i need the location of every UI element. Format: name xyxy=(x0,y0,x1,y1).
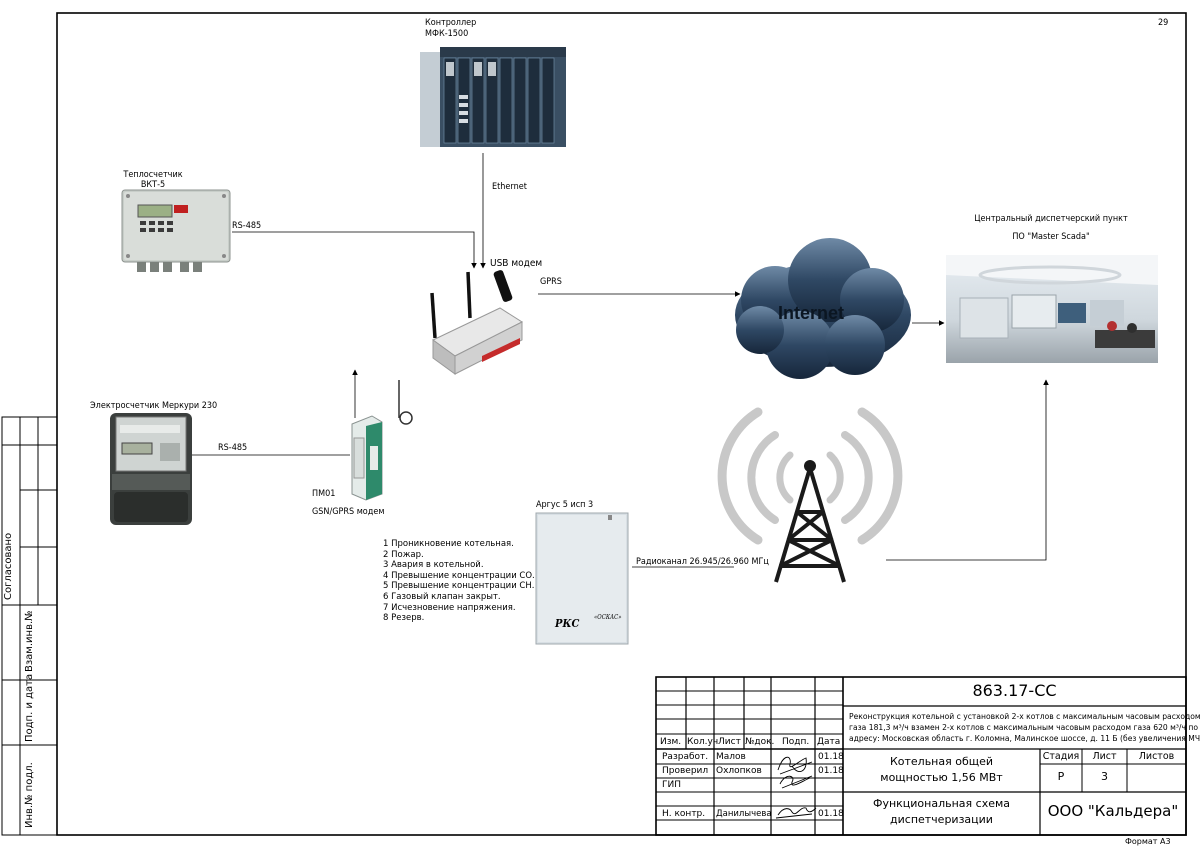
modem-desc: GSN/GPRS модем xyxy=(312,507,385,517)
gsm-modem-image xyxy=(351,380,413,501)
elec-meter-title: Электросчетчик Меркури 230 xyxy=(90,401,218,411)
radio-label: Радиоканал 26.945/26.960 МГц xyxy=(636,557,769,567)
header-quantity: Кол.уч xyxy=(687,737,719,747)
drawing-title-line-1: Функциональная схема xyxy=(872,797,1011,810)
name-developer: Малов xyxy=(716,752,746,762)
signature-malov xyxy=(777,756,813,775)
object-name-line-2: мощностью 1,56 МВт xyxy=(880,771,1003,784)
heat-meter-title: Теплосчетчик xyxy=(123,170,183,180)
dispatch-title: Центральный диспетчерский пункт xyxy=(974,214,1128,224)
alarm-item: 8 Резерв. xyxy=(383,613,425,624)
alarm-item: 4 Превышение концентрации СО. xyxy=(383,570,535,581)
controller-model: МФК-1500 xyxy=(425,29,469,39)
name-norm-control: Данилычева xyxy=(716,809,772,819)
date-norm-control: 01.18 xyxy=(818,809,844,819)
connections xyxy=(190,153,1049,570)
heat-meter-image xyxy=(121,189,231,272)
page-number: 29 xyxy=(1158,18,1169,28)
electricity-meter-image xyxy=(110,413,192,525)
sheet-header: Лист xyxy=(1092,751,1117,762)
dispatch-software: ПО "Master Scada" xyxy=(1012,232,1090,242)
stamp-replacement-inv: Взам.инв.№ xyxy=(24,610,35,672)
rs485-top-line xyxy=(232,231,477,269)
usb-modem-label: USB модем xyxy=(490,258,543,269)
stamp-signature-date: Подп. и дата xyxy=(24,673,35,742)
role-checked: Проверил xyxy=(662,766,709,776)
argus-brand: РКС xyxy=(555,617,580,630)
argus-title: Аргус 5 исп 3 xyxy=(536,500,594,510)
stage-header: Стадия xyxy=(1042,751,1080,762)
header-sheet: Лист xyxy=(718,737,741,747)
side-stamp xyxy=(1,416,58,836)
rs485-bottom-label: RS-485 xyxy=(218,443,248,453)
title-block-grid xyxy=(655,676,1187,836)
argus-panel-image xyxy=(535,512,629,645)
sheet-value: 3 xyxy=(1101,770,1108,783)
role-norm-control: Н. контр. xyxy=(662,809,706,819)
alarm-signal-list: 1 Проникновение котельная. 2 Пожар. 3 Ав… xyxy=(383,539,535,624)
controller-image xyxy=(420,47,566,147)
role-developer: Разработ. xyxy=(662,752,709,762)
description-line: адресу: Московская область г. Коломна, М… xyxy=(849,734,1200,744)
signatures xyxy=(775,756,817,819)
description-line: Реконструкция котельной с установкой 2-х… xyxy=(849,712,1200,721)
radio-tower-icon xyxy=(717,398,903,598)
sheet-format: Формат А3 xyxy=(1125,837,1171,846)
object-name-line-1: Котельная общей xyxy=(889,755,994,768)
description-line: газа 181,3 м³/ч взамен 2-х котлов с макс… xyxy=(849,723,1198,733)
date-checked: 01.18 xyxy=(818,766,844,776)
alarm-item: 1 Проникновение котельная. xyxy=(383,539,514,549)
alarm-item: 3 Авария в котельной. xyxy=(383,560,484,571)
project-description: Реконструкция котельной с установкой 2-х… xyxy=(849,711,1200,745)
header-date: Дата xyxy=(817,737,841,747)
signature-okhlopkov xyxy=(779,775,813,789)
gprs-label: GPRS xyxy=(540,277,562,287)
signature-danilycheva xyxy=(775,807,817,819)
heat-meter-model: ВКТ-5 xyxy=(140,180,166,190)
internet-cloud xyxy=(735,238,911,379)
stamp-agreed: Согласовано xyxy=(3,532,14,600)
sheets-header: Листов xyxy=(1138,751,1175,762)
header-signature: Подп. xyxy=(782,737,810,747)
drawing-title-line-2: диспетчеризации xyxy=(890,813,993,826)
stage-value: Р xyxy=(1057,770,1065,783)
rs485-top-label: RS-485 xyxy=(232,221,262,231)
dispatch-room-image xyxy=(946,255,1158,363)
alarm-item: 2 Пожар. xyxy=(383,549,424,560)
router-image xyxy=(430,270,524,375)
header-change: Изм. xyxy=(660,737,682,747)
document-code: 863.17-СС xyxy=(972,681,1057,700)
alarm-item: 6 Газовый клапан закрыт. xyxy=(383,591,501,602)
modem-model: ПМ01 xyxy=(312,489,336,499)
stamp-inventory-original: Инв.№ подл. xyxy=(24,762,35,828)
company-name: ООО "Кальдера" xyxy=(1047,802,1179,820)
header-doc-number: №док. xyxy=(745,737,775,747)
role-chief-engineer: ГИП xyxy=(662,780,681,790)
ethernet-label: Ethernet xyxy=(492,182,527,192)
controller-title: Контроллер xyxy=(425,18,477,28)
tower-dispatch-line xyxy=(872,379,1049,561)
internet-label: Internet xyxy=(778,303,845,323)
name-checked: Охлопков xyxy=(716,766,762,776)
alarm-item: 5 Превышение концентрации СН. xyxy=(383,581,535,592)
argus-brand2: «ОСКАС» xyxy=(594,614,622,621)
alarm-item: 7 Исчезновение напряжения. xyxy=(383,602,516,613)
date-developer: 01.18 xyxy=(818,752,844,762)
